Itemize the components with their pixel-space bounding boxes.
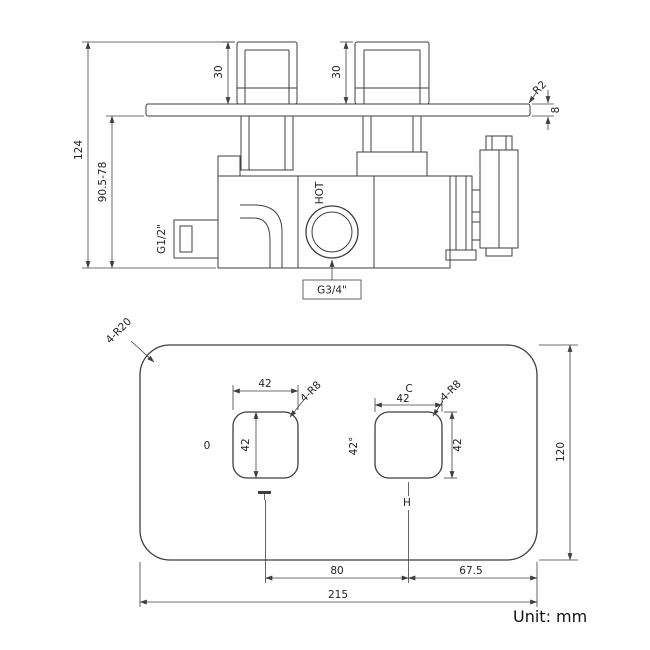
dim-plate-width: 215 bbox=[139, 589, 538, 605]
right-end-block-profile bbox=[471, 135, 519, 257]
label-right-knob-cold: C bbox=[405, 383, 412, 395]
dim-label-handle-right-height: 30 bbox=[331, 65, 343, 78]
label-right-knob-hot: H bbox=[403, 497, 411, 509]
dim-label-right-knob-corner-radius: 4-R8 bbox=[438, 378, 464, 404]
dim-plate-corner-radius: 4-R20 bbox=[104, 316, 155, 363]
front-view: 4-R20 42 4-R8 42 0 C bbox=[104, 316, 578, 607]
dim-left-knob-corner-radius: 4-R8 bbox=[289, 379, 324, 418]
dim-label-handle-left-height: 30 bbox=[213, 65, 225, 78]
dim-label-plate-edge-radius: R2 bbox=[531, 79, 549, 97]
left-cartridge-profile bbox=[240, 115, 294, 171]
outlet-port-circle bbox=[305, 205, 359, 259]
dim-knob-center-spacing: 80 bbox=[265, 565, 409, 581]
right-cartridge-profile bbox=[356, 115, 428, 177]
dim-plate-thickness: 8 bbox=[532, 90, 562, 130]
dim-total-height: 124 bbox=[73, 41, 235, 269]
dim-depth-range: 90.5-78 bbox=[97, 115, 144, 269]
dim-right-knob-width: 42 bbox=[374, 393, 443, 412]
label-left-knob-zero: 0 bbox=[204, 440, 211, 452]
dim-left-knob-width: 42 bbox=[232, 378, 299, 410]
right-pipe-profile bbox=[445, 175, 477, 261]
left-handle-profile bbox=[236, 41, 298, 105]
dim-label-depth-range: 90.5-78 bbox=[97, 162, 109, 203]
dim-label-plate-height: 120 bbox=[555, 442, 567, 462]
dim-outlet-thread-callout: G3/4" bbox=[302, 259, 362, 300]
inlet-block-profile bbox=[173, 219, 219, 259]
dim-label-knob-to-edge: 67.5 bbox=[459, 565, 482, 577]
dim-label-left-knob-width: 42 bbox=[258, 378, 271, 390]
left-knob-outline bbox=[232, 411, 299, 479]
dim-label-plate-width: 215 bbox=[328, 589, 348, 601]
dim-handle-right-height: 30 bbox=[331, 41, 353, 105]
dim-right-knob-corner-radius: 4-R8 bbox=[432, 378, 464, 417]
dim-handle-left-height: 30 bbox=[213, 41, 235, 105]
dim-label-total-height: 124 bbox=[73, 140, 85, 160]
dim-label-left-knob-corner-radius: 4-R8 bbox=[298, 379, 324, 405]
left-knob-indicator-mark bbox=[258, 491, 271, 500]
dim-plate-edge-radius: R2 bbox=[528, 79, 549, 104]
dim-label-left-knob-height: 42 bbox=[240, 438, 252, 451]
wall-plate-profile bbox=[145, 103, 531, 117]
dim-label-right-knob-width: 42 bbox=[396, 393, 409, 405]
dim-label-knob-center-spacing: 80 bbox=[330, 565, 343, 577]
dim-plate-height: 120 bbox=[539, 344, 578, 561]
dim-label-outlet-thread: G3/4" bbox=[317, 285, 347, 297]
label-hot-port: HOT bbox=[314, 181, 326, 204]
right-handle-profile bbox=[354, 41, 430, 105]
unit-label: Unit: mm bbox=[513, 607, 587, 626]
dim-right-knob-height: 42 bbox=[444, 411, 464, 479]
dim-label-plate-corner-radius: 4-R20 bbox=[104, 316, 135, 347]
dim-left-knob-height: 42 bbox=[240, 411, 259, 479]
dim-label-plate-thickness: 8 bbox=[550, 107, 562, 114]
side-view: 30 30 R2 8 bbox=[73, 41, 562, 300]
label-inlet-thread: G1/2" bbox=[156, 224, 168, 254]
right-knob-outline bbox=[374, 411, 443, 479]
dim-knob-to-edge: 67.5 bbox=[408, 565, 538, 581]
dim-label-right-knob-height: 42 bbox=[452, 438, 464, 451]
bottom-extension-lines bbox=[139, 482, 538, 607]
label-right-knob-angle: 42° bbox=[348, 437, 360, 456]
faceplate-outline bbox=[139, 344, 538, 561]
